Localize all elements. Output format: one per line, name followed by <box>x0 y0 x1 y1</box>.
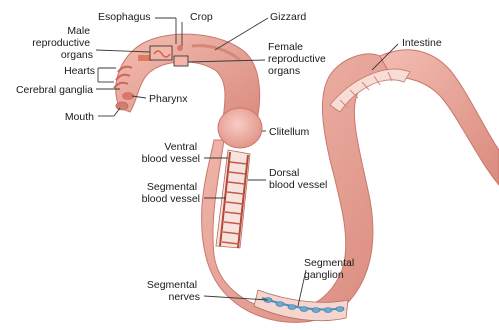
label-ventral-blood-vessel: Ventral blood vessel <box>142 141 200 165</box>
label-esophagus: Esophagus <box>98 11 151 23</box>
label-intestine: Intestine <box>402 37 442 49</box>
mouth-tip <box>116 102 128 110</box>
female-reproductive-organs <box>174 56 188 66</box>
clitellum-band <box>218 108 262 148</box>
label-hearts: Hearts <box>64 65 95 77</box>
label-crop: Crop <box>190 11 213 23</box>
label-cerebral-ganglia: Cerebral ganglia <box>16 84 93 96</box>
label-gizzard: Gizzard <box>270 11 306 23</box>
label-dorsal-blood-vessel: Dorsal blood vessel <box>269 167 327 191</box>
label-segmental-nerves: Segmental nerves <box>147 279 200 303</box>
label-segmental-blood-vessel: Segmental blood vessel <box>142 181 200 205</box>
label-mouth: Mouth <box>65 111 94 123</box>
label-clitellum: Clitellum <box>269 126 310 138</box>
label-male-reproductive-organs: Male reproductive organs <box>32 25 93 61</box>
label-pharynx: Pharynx <box>149 93 188 105</box>
label-female-reproductive-organs: Female reproductive organs <box>268 41 329 77</box>
